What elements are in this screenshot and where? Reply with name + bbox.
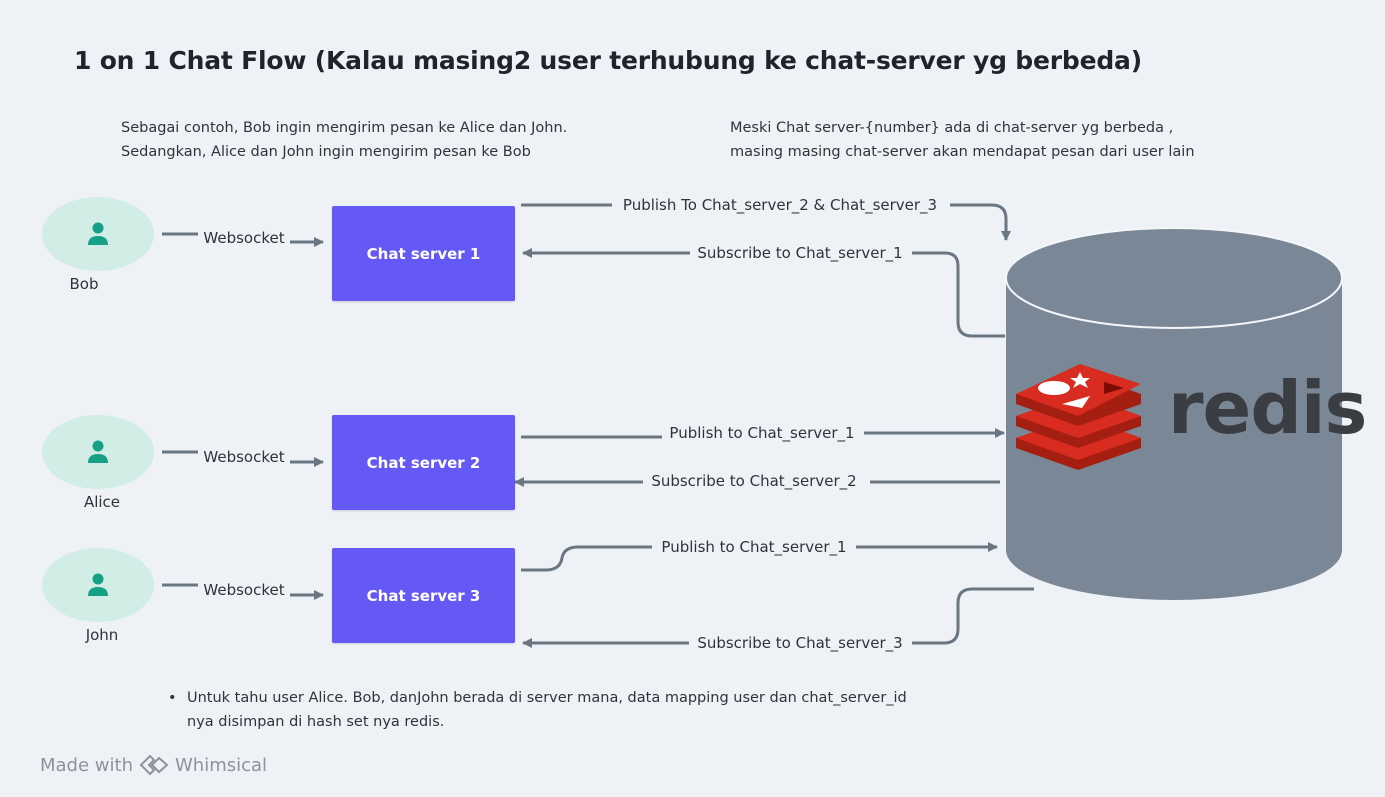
intro-note-right-line-1: Meski Chat server-{number} ada di chat-s… bbox=[730, 120, 1174, 136]
websocket-label-john: Websocket bbox=[201, 581, 287, 599]
websocket-connectors bbox=[162, 232, 324, 600]
redis-wordmark: redis bbox=[1168, 366, 1367, 450]
user-icon bbox=[88, 573, 108, 596]
user-john-node bbox=[42, 548, 154, 622]
intro-note-left-line-1: Sebagai contoh, Bob ingin mengirim pesan… bbox=[121, 120, 568, 136]
intro-note-left-line-2: Sedangkan, Alice dan John ingin mengirim… bbox=[121, 144, 531, 160]
whimsical-logo-icon bbox=[139, 754, 169, 776]
user-alice-node bbox=[42, 415, 154, 489]
user-icon bbox=[88, 440, 108, 463]
page-title: 1 on 1 Chat Flow (Kalau masing2 user ter… bbox=[74, 46, 1142, 75]
chat-server-1: Chat server 1 bbox=[332, 206, 515, 301]
server-3-publish-label: Publish to Chat_server_1 bbox=[659, 538, 849, 556]
server-3-subscribe-label: Subscribe to Chat_server_3 bbox=[695, 634, 905, 652]
made-with-label: Made with bbox=[40, 754, 133, 776]
chat-server-3: Chat server 3 bbox=[332, 548, 515, 643]
server-2-publish-label: Publish to Chat_server_1 bbox=[667, 424, 857, 442]
user-icon bbox=[88, 222, 108, 245]
intro-note-right-line-2: masing masing chat-server akan mendapat … bbox=[730, 144, 1195, 160]
server-2-subscribe-label: Subscribe to Chat_server_2 bbox=[649, 472, 859, 490]
intro-note-right: Meski Chat server-{number} ada di chat-s… bbox=[730, 116, 1195, 164]
server-1-subscribe-label: Subscribe to Chat_server_1 bbox=[695, 244, 905, 262]
websocket-label-alice: Websocket bbox=[201, 448, 287, 466]
user-bob-node bbox=[42, 197, 154, 271]
redis-database bbox=[1005, 227, 1343, 600]
redis-logo-icon bbox=[1016, 364, 1141, 470]
user-bob-name: Bob bbox=[69, 275, 99, 293]
mapping-note-line-2: nya disimpan di hash set nya redis. bbox=[187, 714, 445, 730]
mapping-note-line-1: Untuk tahu user Alice. Bob, danJohn bera… bbox=[187, 690, 907, 706]
server-1-publish-label: Publish To Chat_server_2 & Chat_server_3 bbox=[620, 196, 940, 214]
user-john-name: John bbox=[85, 626, 119, 644]
whimsical-brand: Whimsical bbox=[174, 754, 268, 776]
pubsub-connectors bbox=[514, 203, 1034, 648]
intro-note-left: Sebagai contoh, Bob ingin mengirim pesan… bbox=[121, 116, 567, 164]
made-with-whimsical-link[interactable]: Made with Whimsical bbox=[40, 754, 267, 776]
websocket-label-bob: Websocket bbox=[201, 229, 287, 247]
user-alice-name: Alice bbox=[83, 493, 121, 511]
mapping-note: • Untuk tahu user Alice. Bob, danJohn be… bbox=[168, 686, 907, 734]
chat-server-2: Chat server 2 bbox=[332, 415, 515, 510]
bullet-icon: • bbox=[168, 690, 177, 706]
